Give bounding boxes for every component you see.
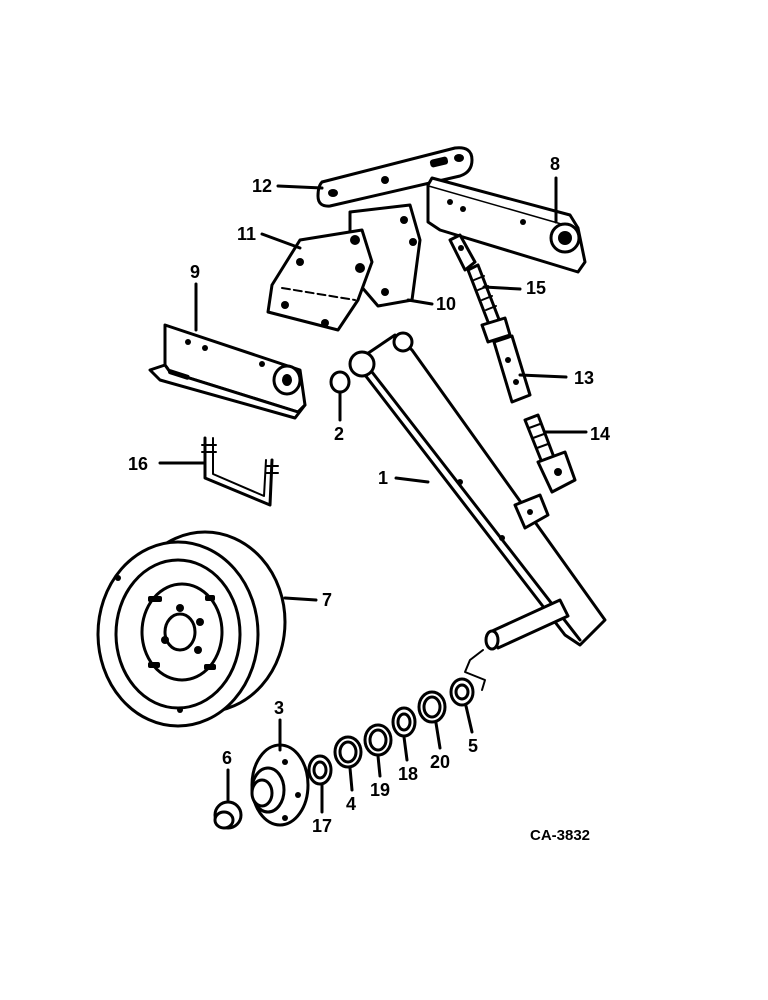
callout-14: 14 — [590, 424, 610, 444]
leader-12 — [276, 184, 324, 190]
leader-7 — [283, 596, 318, 602]
part-1-arm-tube — [348, 331, 607, 691]
part-11-plate — [266, 228, 374, 332]
callout-16: 16 — [128, 454, 148, 474]
leader-18 — [402, 735, 409, 762]
part-20-cup — [417, 690, 447, 724]
leader-lines — [158, 176, 588, 814]
part-13-turnbuckle-body — [480, 316, 532, 404]
callout-1: 1 — [378, 468, 388, 488]
callout-19: 19 — [370, 780, 390, 800]
part-18-cone — [391, 706, 417, 738]
leader-19 — [376, 754, 382, 778]
part-4-cup — [333, 735, 363, 769]
callout-13: 13 — [574, 368, 594, 388]
leader-10 — [406, 298, 434, 306]
callout-4: 4 — [346, 794, 356, 814]
leader-5 — [464, 704, 474, 734]
part-19-cup — [363, 723, 393, 757]
part-6-hub-cap — [213, 800, 243, 830]
drawing-code: CA-3832 — [530, 827, 590, 844]
callout-12: 12 — [252, 176, 272, 196]
callout-5: 5 — [468, 736, 478, 756]
part-9-bracket — [148, 323, 307, 420]
part-12-link-bar — [316, 146, 474, 208]
part-16-u-bolt — [201, 436, 279, 507]
leader-4 — [348, 766, 354, 792]
part-3-hub — [250, 743, 310, 827]
callout-9: 9 — [190, 262, 200, 282]
callout-15: 15 — [526, 278, 546, 298]
leader-20 — [434, 721, 442, 750]
callout-7: 7 — [322, 590, 332, 610]
leader-15 — [482, 285, 522, 291]
callout-2: 2 — [334, 424, 344, 444]
callout-3: 3 — [274, 698, 284, 718]
callout-8: 8 — [550, 154, 560, 174]
callout-11: 11 — [237, 224, 256, 244]
part-5-washer — [449, 677, 475, 707]
part-15-clevis-upper — [448, 233, 502, 329]
leader-13 — [518, 373, 568, 379]
leader-11 — [260, 232, 302, 250]
leader-1 — [394, 476, 430, 484]
part-17-seal — [307, 754, 333, 786]
part-8-bracket — [426, 176, 587, 274]
part-7-wheel-rim — [96, 530, 287, 728]
callout-6: 6 — [222, 748, 232, 768]
callout-17: 17 — [312, 816, 332, 836]
part-14-clevis-lower — [523, 413, 577, 494]
callout-20: 20 — [430, 752, 450, 772]
callout-10: 10 — [436, 294, 456, 314]
part-2-bushing — [329, 370, 351, 394]
callout-18: 18 — [398, 764, 418, 784]
